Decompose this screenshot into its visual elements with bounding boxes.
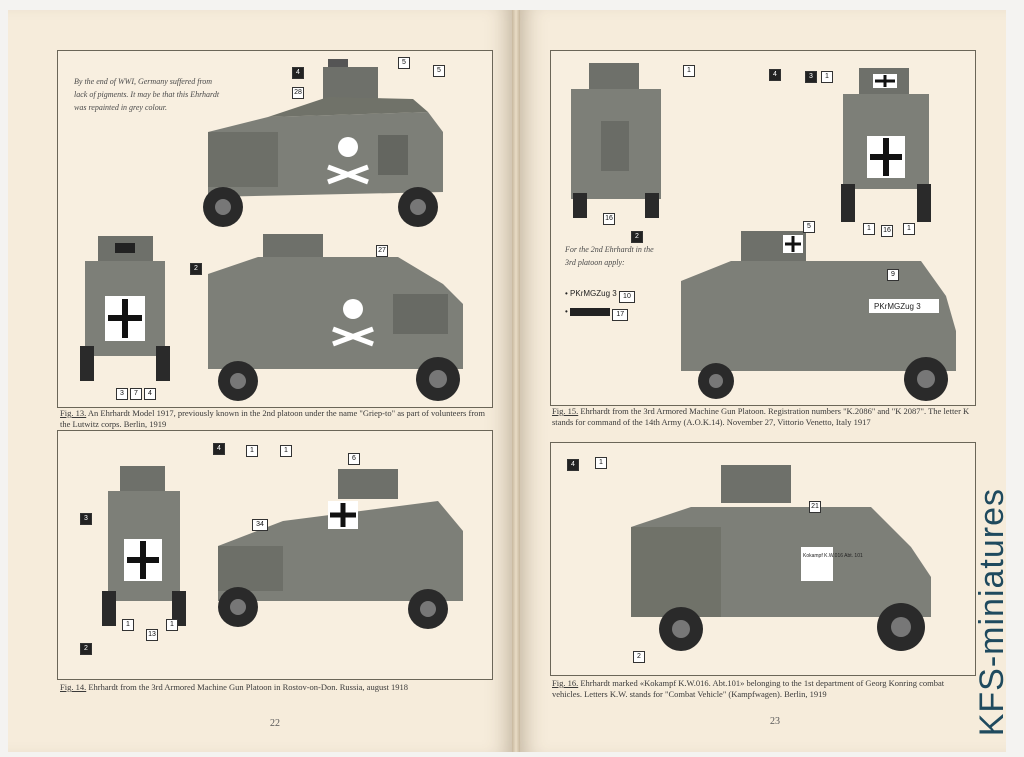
fig15-tag: 1 — [683, 65, 695, 77]
fig15-caption: Fig. 15. Ehrhardt from the 3rd Armored M… — [552, 406, 974, 428]
book-spread: By the end of WWI, Germany suffered from… — [8, 10, 1006, 752]
fig14-tag: 1 — [122, 619, 134, 631]
fig14-prefix: Fig. 14. — [60, 682, 87, 692]
fig14-side-view — [218, 469, 463, 629]
legend-text: PKrMGZug 3 — [570, 289, 617, 298]
fig16-tag: 2 — [633, 651, 645, 663]
fig13-tag: 5 — [398, 57, 410, 69]
fig13-panel: By the end of WWI, Germany suffered from… — [57, 50, 493, 408]
fig14-tag: 1 — [280, 445, 292, 457]
fig13-tag: 4 — [144, 388, 156, 400]
fig15-plate-text: PKrMGZug 3 — [874, 302, 921, 311]
fig14-tag: 34 — [252, 519, 268, 531]
watermark-text: KFS-miniatures — [973, 488, 1011, 737]
fig15-prefix: Fig. 15. — [552, 406, 579, 416]
left-page: By the end of WWI, Germany suffered from… — [8, 10, 512, 752]
fig14-caption-text: Ehrhardt from the 3rd Armored Machine Gu… — [88, 682, 408, 692]
fig15-panel: PKrMGZug 3 For the 2nd Ehrhardt in the 3… — [550, 50, 976, 406]
right-page-number: 23 — [770, 716, 780, 727]
legend-swatch — [570, 307, 611, 316]
fig13-side-view — [203, 59, 443, 227]
fig15-caption-text: Ehrhardt from the 3rd Armored Machine Gu… — [552, 406, 970, 427]
skull-emblem-2 — [332, 299, 374, 347]
fig15-tag: 9 — [887, 269, 899, 281]
fig13-prefix: Fig. 13. — [60, 408, 87, 418]
legend-tag-17: 17 — [612, 309, 629, 321]
fig13-side-view-2 — [208, 234, 463, 401]
fig16-tag: 4 — [567, 459, 579, 471]
fig15-tag: 3 — [805, 71, 817, 83]
fig14-tag: 3 — [80, 513, 92, 525]
fig16-plate-text: Kokampf K.W.016 Abt. 101 — [803, 553, 863, 559]
fig15-tag: 1 — [863, 223, 875, 235]
fig16-tag: 21 — [809, 501, 821, 513]
fig13-tag: 5 — [433, 65, 445, 77]
fig15-rear-view — [571, 63, 661, 218]
fig13-caption: Fig. 13. An Ehrhardt Model 1917, previou… — [60, 408, 492, 430]
fig15-tag: 2 — [631, 231, 643, 243]
fig16-side-view: Kokampf K.W.016 Abt. 101 — [631, 465, 931, 651]
fig14-tag: 2 — [80, 643, 92, 655]
fig14-caption: Fig. 14. Ehrhardt from the 3rd Armored M… — [60, 682, 492, 693]
fig16-panel: Kokampf K.W.016 Abt. 101 4 1 21 2 — [550, 442, 976, 676]
fig15-side-view: PKrMGZug 3 — [681, 231, 956, 401]
fig14-tag: 13 — [146, 629, 158, 641]
fig15-tag: 16 — [603, 213, 615, 225]
fig15-tag: 1 — [821, 71, 833, 83]
fig13-tag: 28 — [292, 87, 304, 99]
fig16-caption: Fig. 16. Ehrhardt marked «Kokampf K.W.01… — [552, 678, 974, 700]
fig13-caption-text: An Ehrhardt Model 1917, previously known… — [60, 408, 486, 429]
fig14-tag: 6 — [348, 453, 360, 465]
fig15-tag: 4 — [769, 69, 781, 81]
fig13-tag: 7 — [130, 388, 142, 400]
book-gutter — [512, 10, 520, 752]
fig14-front-view — [102, 466, 186, 626]
fig16-tag: 1 — [595, 457, 607, 469]
fig13-note: By the end of WWI, Germany suffered from… — [74, 77, 220, 112]
fig16-prefix: Fig. 16. — [552, 678, 579, 688]
skull-emblem — [327, 137, 369, 185]
fig15-tag: 1 — [903, 223, 915, 235]
fig13-tag: 2 — [190, 263, 202, 275]
left-page-number: 22 — [270, 718, 280, 729]
fig13-tag: 27 — [376, 245, 388, 257]
fig15-note: For the 2nd Ehrhardt in the 3rd platoon … — [565, 245, 654, 267]
fig14-panel: 4 1 1 6 3 34 1 13 1 2 — [57, 430, 493, 680]
fig13-tag: 3 — [116, 388, 128, 400]
fig15-legend-1: • PKrMGZug 3 10 — [565, 289, 635, 303]
right-page: PKrMGZug 3 For the 2nd Ehrhardt in the 3… — [520, 10, 1006, 752]
legend-tag-10: 10 — [618, 291, 635, 303]
fig15-front-view — [841, 68, 931, 222]
fig14-tag: 1 — [166, 619, 178, 631]
fig16-caption-text: Ehrhardt marked «Kokampf K.W.016. Abt.10… — [552, 678, 945, 699]
fig15-tag: 5 — [803, 221, 815, 233]
fig15-tag: 16 — [881, 225, 893, 237]
fig13-tag: 4 — [292, 67, 304, 79]
fig14-tag: 1 — [246, 445, 258, 457]
fig14-tag: 4 — [213, 443, 225, 455]
fig13-front-view — [80, 236, 170, 381]
fig15-legend-2: • 17 — [565, 307, 629, 321]
